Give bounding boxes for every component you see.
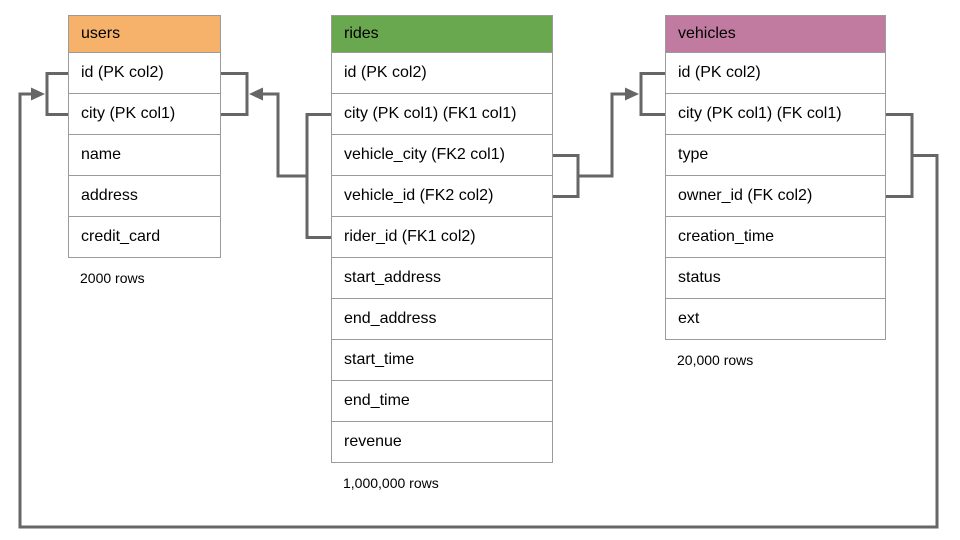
table-users-header: users	[68, 15, 221, 53]
row-vehicles-status: status	[665, 258, 886, 299]
fk1-connector-line	[262, 92, 307, 178]
row-vehicles-id: id (PK col2)	[665, 53, 886, 94]
row-users-name: name	[68, 135, 221, 176]
row-rides-city: city (PK col1) (FK1 col1)	[331, 94, 553, 135]
row-rides-id: id (PK col2)	[331, 53, 553, 94]
row-rides-end-time: end_time	[331, 381, 553, 422]
row-rides-start-time: start_time	[331, 340, 553, 381]
row-users-city: city (PK col1)	[68, 94, 221, 135]
row-rides-vehicle-city: vehicle_city (FK2 col1)	[331, 135, 553, 176]
vehicles-row-count: 20,000 rows	[677, 352, 754, 368]
row-users-credit-card: credit_card	[68, 217, 221, 258]
fk2-vehicles-bracket	[639, 72, 665, 116]
row-rides-vehicle-id: vehicle_id (FK2 col2)	[331, 176, 553, 217]
row-rides-rider-id: rider_id (FK1 col2)	[331, 217, 553, 258]
table-vehicles-title: vehicles	[678, 25, 736, 42]
fk2-arrowhead-icon	[625, 87, 639, 101]
table-vehicles: vehicles id (PK col2) city (PK col1) (FK…	[665, 15, 886, 368]
users-row-count: 2000 rows	[80, 270, 145, 286]
row-rides-end-address: end_address	[331, 299, 553, 340]
fk2-rides-bracket	[553, 154, 580, 198]
row-vehicles-creation-time: creation_time	[665, 217, 886, 258]
row-vehicles-ext: ext	[665, 299, 886, 340]
row-rides-revenue: revenue	[331, 422, 553, 463]
table-rides-title: rides	[344, 25, 379, 42]
row-vehicles-type: type	[665, 135, 886, 176]
fk1-users-bracket	[221, 72, 249, 116]
table-rides: rides id (PK col2) city (PK col1) (FK1 c…	[331, 15, 553, 491]
table-rides-header: rides	[331, 15, 553, 53]
fk1-rides-bracket	[305, 113, 331, 239]
fk3-vehicles-bracket	[886, 113, 914, 198]
row-users-id: id (PK col2)	[68, 53, 221, 94]
table-users-title: users	[81, 25, 121, 42]
fk2-connector-line	[578, 92, 626, 178]
fk3-arrowhead-icon	[31, 87, 45, 101]
row-users-address: address	[68, 176, 221, 217]
row-vehicles-city: city (PK col1) (FK col1)	[665, 94, 886, 135]
row-rides-start-address: start_address	[331, 258, 553, 299]
table-vehicles-header: vehicles	[665, 15, 886, 53]
fk3-users-bracket	[45, 72, 68, 116]
row-vehicles-owner-id: owner_id (FK col2)	[665, 176, 886, 217]
fk1-arrowhead-icon	[249, 87, 263, 101]
table-users: users id (PK col2) city (PK col1) name a…	[68, 15, 221, 286]
rides-row-count: 1,000,000 rows	[343, 475, 439, 491]
